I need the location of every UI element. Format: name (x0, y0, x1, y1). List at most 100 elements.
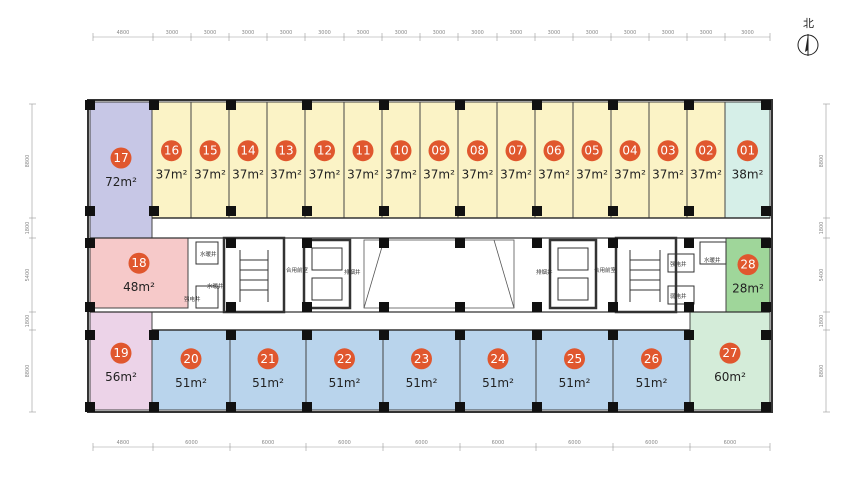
room-number-badge (641, 348, 662, 370)
column (455, 330, 465, 340)
column (608, 100, 618, 110)
smoke-shaft-label-1: 排烟井 (344, 268, 361, 276)
room-number-badge (110, 147, 132, 169)
column (532, 100, 542, 110)
room-area: 51m² (252, 376, 284, 390)
room-number: 10 (393, 144, 408, 158)
column (608, 238, 618, 248)
column (226, 238, 236, 248)
dimension-lines (31, 36, 827, 448)
room-number-badge (110, 342, 132, 364)
dimension-bottom: 6000 (185, 440, 198, 446)
dimension-top: 3000 (242, 30, 255, 36)
room-number-badge (257, 348, 279, 370)
room-number: 25 (567, 352, 582, 366)
room-area: 51m² (636, 376, 668, 390)
room-unit-11[interactable]: 11 37m² (343, 101, 383, 219)
room-area: 37m² (309, 168, 341, 182)
room-number: 01 (740, 144, 755, 158)
room-number: 04 (622, 144, 637, 158)
room-area: 37m² (347, 168, 379, 182)
room-area: 51m² (482, 376, 514, 390)
room-number: 09 (431, 144, 446, 158)
dimension-top: 3000 (586, 30, 599, 36)
water-shaft-label-1: 水暖井 (200, 250, 217, 258)
room-number: 08 (470, 144, 485, 158)
column (684, 238, 694, 248)
room-area: 37m² (690, 168, 722, 182)
room-area: 37m² (385, 168, 417, 182)
smoke-shaft-label-2: 排烟井 (536, 268, 553, 276)
room-number-badge (411, 348, 432, 370)
dimension-top: 3000 (548, 30, 561, 36)
room-number-badge (334, 348, 355, 370)
room-number: 02 (698, 144, 713, 158)
room-number: 27 (722, 346, 737, 360)
column (226, 402, 236, 412)
elec-shaft-label-2: 强电井 (670, 260, 687, 268)
room-number-badge (737, 254, 759, 276)
room-number-badge (180, 348, 202, 370)
room-number: 16 (164, 144, 179, 158)
room-number: 11 (355, 144, 370, 158)
room-area: 37m² (194, 168, 226, 182)
room-unit-10[interactable]: 10 37m² (381, 101, 421, 219)
dimension-side: 1800 (25, 315, 31, 328)
room-number-badge (719, 342, 741, 364)
room-unit-24[interactable]: 24 51m² (459, 329, 537, 411)
column (85, 238, 95, 248)
room-number: 22 (337, 352, 352, 366)
room-number-badge (657, 140, 679, 162)
room-number: 14 (240, 144, 255, 158)
room-area: 72m² (105, 175, 137, 189)
dimension-bottom: 6000 (415, 440, 428, 446)
room-number: 24 (490, 352, 505, 366)
column (226, 302, 236, 312)
column (532, 302, 542, 312)
column (149, 330, 159, 340)
room-unit-02[interactable]: 02 37m² (686, 101, 726, 219)
room-unit-09[interactable]: 09 37m² (419, 101, 459, 219)
room-number-badge (237, 140, 259, 162)
room-area: 37m² (652, 168, 684, 182)
column (302, 206, 312, 216)
column (684, 206, 694, 216)
dimension-side: 8800 (25, 365, 31, 378)
column (684, 302, 694, 312)
column (302, 302, 312, 312)
column (608, 402, 618, 412)
room-number: 05 (584, 144, 599, 158)
room-number: 06 (546, 144, 561, 158)
column (532, 206, 542, 216)
room-number-badge (543, 140, 565, 162)
room-area: 37m² (423, 168, 455, 182)
room-number-badge (428, 140, 450, 162)
column (226, 330, 236, 340)
room-area: 28m² (732, 282, 764, 296)
